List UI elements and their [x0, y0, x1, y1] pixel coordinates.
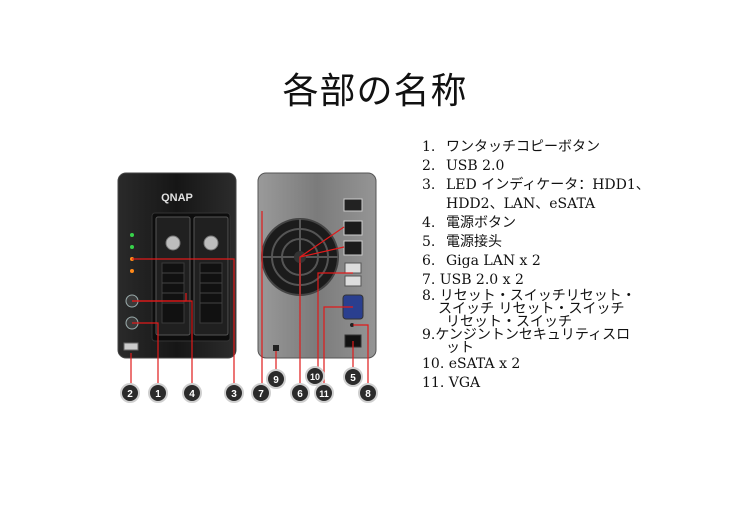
list-item: 4.電源ボタン	[422, 215, 516, 231]
callout-8: 8	[358, 383, 378, 403]
callout-3: 3	[224, 383, 244, 403]
list-item: 3.LED インディケータ：HDD1、	[422, 177, 650, 193]
nas-photo: QNAP	[117, 172, 377, 385]
device-figure: QNAP	[112, 163, 382, 408]
lan-port-2[interactable]	[343, 240, 363, 256]
list-item: 11. VGA	[422, 375, 481, 391]
list-item: 7. USB 2.0 x 2	[422, 272, 524, 288]
reset-switch[interactable]	[350, 323, 354, 327]
svg-text:2: 2	[127, 389, 133, 400]
list-item: 5.電源接头	[422, 234, 502, 250]
svg-text:4: 4	[189, 389, 195, 400]
svg-text:7: 7	[258, 389, 264, 400]
drive-tray-2[interactable]	[193, 216, 229, 336]
front-usb-port[interactable]	[123, 342, 139, 351]
slide-title: 各部の名称	[282, 71, 468, 112]
callout-layer: 2 1 4 3 7 9 6 10 11 5 8	[120, 366, 378, 403]
svg-text:8: 8	[365, 389, 371, 400]
list-item: 8. リセット・スイッチリセット・	[422, 288, 636, 304]
callout-2: 2	[120, 383, 140, 403]
brand-logo: QNAP	[161, 192, 193, 204]
callout-6: 6	[290, 383, 310, 403]
svg-text:1: 1	[155, 389, 161, 400]
parts-list: 1.ワンタッチコピーボタン 2.USB 2.0 3.LED インディケータ：HD…	[422, 138, 742, 393]
list-item: 10. eSATA x 2	[422, 356, 521, 372]
callout-4: 4	[182, 383, 202, 403]
svg-text:3: 3	[231, 389, 237, 400]
svg-text:6: 6	[297, 389, 303, 400]
callout-11: 11	[314, 383, 334, 403]
svg-text:9: 9	[273, 375, 279, 386]
svg-text:5: 5	[350, 373, 356, 384]
list-item-continuation: スイッチ リセット・スイッチ	[438, 301, 625, 317]
svg-text:10: 10	[310, 372, 320, 382]
callout-10: 10	[305, 366, 325, 386]
list-item-continuation: リセット・スイッチ	[446, 314, 572, 330]
kensington-slot	[273, 345, 279, 351]
list-item-continuation: ット	[446, 340, 474, 356]
drive-tray-1[interactable]	[155, 216, 191, 336]
callout-5: 5	[343, 367, 363, 387]
usb-port-back-2[interactable]	[344, 275, 362, 287]
callout-7: 7	[251, 383, 271, 403]
esata-port[interactable]	[343, 198, 363, 212]
callout-1: 1	[148, 383, 168, 403]
list-item: 2.USB 2.0	[422, 158, 505, 174]
nas-front: QNAP	[117, 172, 237, 359]
list-item-continuation: HDD2、LAN、eSATA	[446, 196, 596, 212]
list-item: 9.ケンジントンセキュリティスロ	[422, 327, 631, 343]
svg-text:11: 11	[319, 389, 329, 399]
list-item: 6.Giga LAN x 2	[422, 253, 541, 269]
callout-9: 9	[266, 369, 286, 389]
lan-port-1[interactable]	[343, 220, 363, 236]
list-item: 1.ワンタッチコピーボタン	[422, 139, 600, 155]
